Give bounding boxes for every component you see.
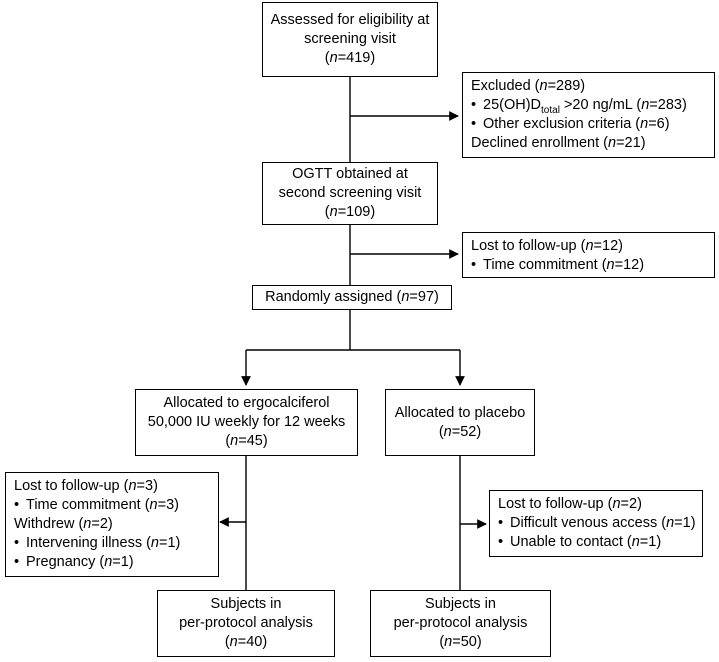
ogtt-line2: second screening visit xyxy=(278,185,422,201)
withdrew-illness: Intervening illness (n=1) xyxy=(14,534,210,553)
ogtt-line1: OGTT obtained at xyxy=(292,166,408,182)
lost-followup-placebo-box: Lost to follow-up (n=2) Difficult venous… xyxy=(489,490,703,557)
pp-ergo-line1: Subjects in xyxy=(210,596,282,612)
randomized-box: Randomly assigned (n=97) xyxy=(252,285,452,310)
ogtt-box: OGTT obtained at second screening visit … xyxy=(262,162,438,225)
ergo-count: (n=45) xyxy=(225,433,268,449)
placebo-line1: Allocated to placebo xyxy=(394,404,526,421)
randomized-count: Randomly assigned (n=97) xyxy=(265,289,439,305)
withdrew-pregnancy: Pregnancy (n=1) xyxy=(14,553,210,572)
pp-ergo-count: (n=40) xyxy=(224,634,268,650)
screening-line2: screening visit xyxy=(304,31,396,47)
lost-placebo-contact: Unable to contact (n=1) xyxy=(498,533,694,552)
pp-placebo-count: (n=50) xyxy=(439,634,482,650)
withdrew-total: Withdrew (n=2) xyxy=(14,516,113,532)
excluded-total: Excluded (n=289) xyxy=(471,78,586,94)
declined-enrollment: Declined enrollment (n=21) xyxy=(471,135,646,151)
screening-line1: Assessed for eligibility at xyxy=(270,12,430,28)
lost-placebo-total: Lost to follow-up (n=2) xyxy=(498,496,642,512)
per-protocol-ergo-box: Subjects in per-protocol analysis (n=40) xyxy=(157,590,335,657)
pp-placebo-line1: Subjects in xyxy=(425,596,496,612)
lost-ergo-total: Lost to follow-up (n=3) xyxy=(14,478,158,494)
pp-placebo-line2: per-protocol analysis xyxy=(393,615,528,631)
excluded-box: Excluded (n=289) 25(OH)Dtotal >20 ng/mL … xyxy=(462,72,715,158)
lost-placebo-venous: Difficult venous access (n=1) xyxy=(498,514,696,533)
excluded-other: Other exclusion criteria (n=6) xyxy=(471,115,706,134)
lost1-time: Time commitment (n=12) xyxy=(471,256,706,275)
per-protocol-placebo-box: Subjects in per-protocol analysis (n=50) xyxy=(370,590,551,657)
ergo-line2: 50,000 IU weekly for 12 weeks xyxy=(147,414,346,430)
lost-ergo-time: Time commitment (n=3) xyxy=(14,496,210,515)
placebo-count: (n=52) xyxy=(438,423,482,440)
ogtt-count: (n=109) xyxy=(324,204,376,220)
screening-count: (n=419) xyxy=(324,50,376,66)
pp-ergo-line2: per-protocol analysis xyxy=(179,615,313,631)
lost-followup-ergo-box: Lost to follow-up (n=3) Time commitment … xyxy=(5,472,219,577)
placebo-arm-box: Allocated to placebo (n=52) xyxy=(385,389,535,456)
excluded-vitamin-d: 25(OH)Dtotal >20 ng/mL (n=283) xyxy=(471,96,706,115)
screening-box: Assessed for eligibility at screening vi… xyxy=(262,2,438,77)
lost1-total: Lost to follow-up (n=12) xyxy=(471,238,623,254)
ergocalciferol-arm-box: Allocated to ergocalciferol 50,000 IU we… xyxy=(135,389,358,456)
ergo-line1: Allocated to ergocalciferol xyxy=(163,395,330,411)
lost-followup-screening-box: Lost to follow-up (n=12) Time commitment… xyxy=(462,232,715,278)
